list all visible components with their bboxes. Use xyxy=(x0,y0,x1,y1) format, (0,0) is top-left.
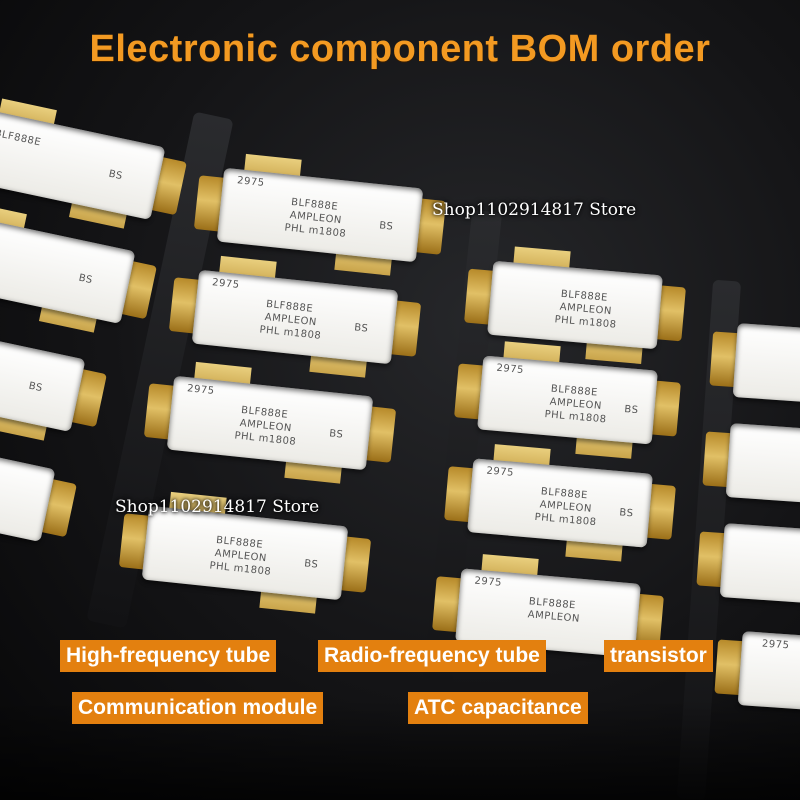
transistor-chip: 2975 BLF888E AMPLEON PHL m1808 BS xyxy=(444,444,676,562)
chip-corner-label: BS xyxy=(328,428,344,441)
store-watermark: Shop1102914817 Store xyxy=(432,200,637,220)
store-watermark: Shop1102914817 Store xyxy=(115,497,320,517)
tag-atc-capacitance: ATC capacitance xyxy=(408,692,588,724)
headline: Electronic component BOM order xyxy=(89,28,711,70)
chip-lot-label: 2975 xyxy=(761,638,790,652)
transistor-chip xyxy=(709,315,800,419)
tag-communication-module: Communication module xyxy=(72,692,324,724)
chip-lot-label: 2975 xyxy=(474,575,503,589)
chip-lot-label: 2975 xyxy=(496,362,525,377)
transistor-chip xyxy=(696,515,800,619)
chip-corner-label: BS xyxy=(303,558,319,571)
tag-high-frequency-tube: High-frequency tube xyxy=(60,640,277,672)
chip-corner-label: BS xyxy=(623,404,639,417)
transistor-chip xyxy=(702,415,800,519)
transistor-chip: 2975 BLF888E AMPLEON PHL m1808 BS xyxy=(143,361,397,484)
tag-radio-frequency-tube: Radio-frequency tube xyxy=(318,640,546,672)
transistor-chip: BLF888E BS xyxy=(0,98,187,229)
chip-corner-label: BS xyxy=(378,220,394,233)
transistor-chip: 2975 BLF888E AMPLEON PHL m1808 BS xyxy=(168,255,422,378)
chip-corner-label: BS xyxy=(618,507,634,520)
transistor-chip: 2975 BLF888E AMPLEON PHL m1808 BS xyxy=(454,341,681,459)
transistor-chip: BS xyxy=(0,310,107,441)
transistor-chip xyxy=(0,420,77,550)
chip-corner-label: BS xyxy=(353,322,369,335)
chip-lot-label: 2975 xyxy=(486,465,515,479)
tag-transistor: transistor xyxy=(604,640,713,672)
transistor-chip: 2975 BLF888E AMPLEON PHL m1808 BS xyxy=(193,153,447,276)
